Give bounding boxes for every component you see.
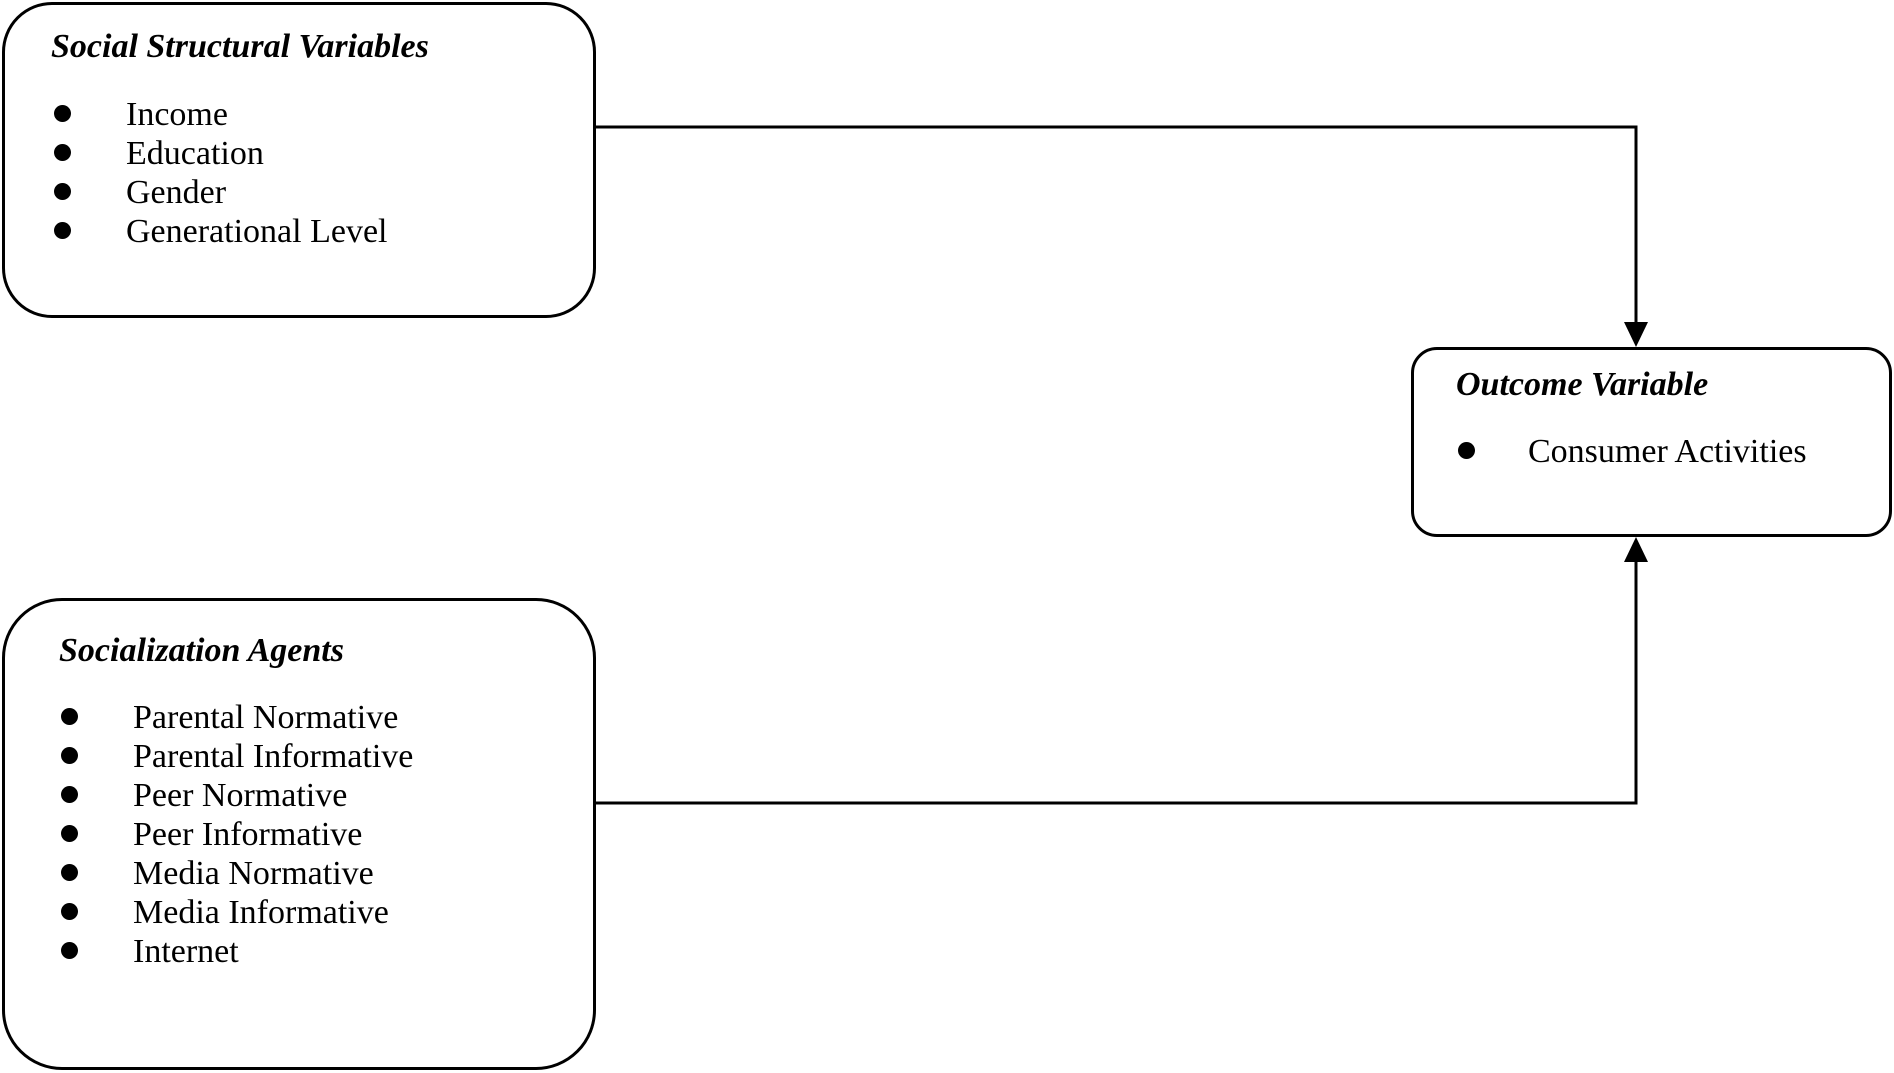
bullet-icon <box>54 221 71 239</box>
list-item-label: Peer Normative <box>133 777 348 814</box>
outcome-variable-box: Outcome Variable Consumer Activities <box>1411 347 1892 537</box>
bullet-icon <box>61 824 78 842</box>
socialization-agents-title: Socialization Agents <box>59 632 344 669</box>
list-item-label: Peer Informative <box>133 816 363 853</box>
socialization-agents-box: Socialization Agents Parental Normative … <box>2 598 596 1070</box>
bullet-icon <box>61 707 78 725</box>
list-item-label: Consumer Activities <box>1528 433 1807 470</box>
arrowhead-up-icon <box>1624 537 1648 562</box>
list-item-label: Gender <box>126 174 227 211</box>
list-item-label: Education <box>126 135 264 172</box>
bullet-icon <box>61 785 78 803</box>
bullet-icon <box>61 863 78 881</box>
outcome-variable-title: Outcome Variable <box>1456 366 1709 403</box>
bullet-icon <box>61 746 78 764</box>
list-item-label: Media Normative <box>133 855 374 892</box>
social-structural-variables-title: Social Structural Variables <box>51 28 429 65</box>
bullet-icon <box>54 104 71 122</box>
list-item-label: Parental Normative <box>133 699 399 736</box>
bullet-icon <box>1458 442 1475 459</box>
arrow-social-to-outcome <box>596 125 1638 325</box>
bullet-icon <box>61 902 78 920</box>
list-item-label: Parental Informative <box>133 738 414 775</box>
bullet-icon <box>54 182 71 200</box>
bullet-icon <box>54 143 71 161</box>
social-structural-variables-box: Social Structural Variables Income Educa… <box>2 2 596 318</box>
list-item-label: Internet <box>133 933 239 970</box>
bullet-icon <box>61 941 78 959</box>
list-item-label: Income <box>126 96 228 133</box>
list-item-label: Media Informative <box>133 894 389 931</box>
list-item-label: Generational Level <box>126 213 388 250</box>
arrow-agents-to-outcome <box>596 559 1638 805</box>
arrowhead-down-icon <box>1624 322 1648 347</box>
